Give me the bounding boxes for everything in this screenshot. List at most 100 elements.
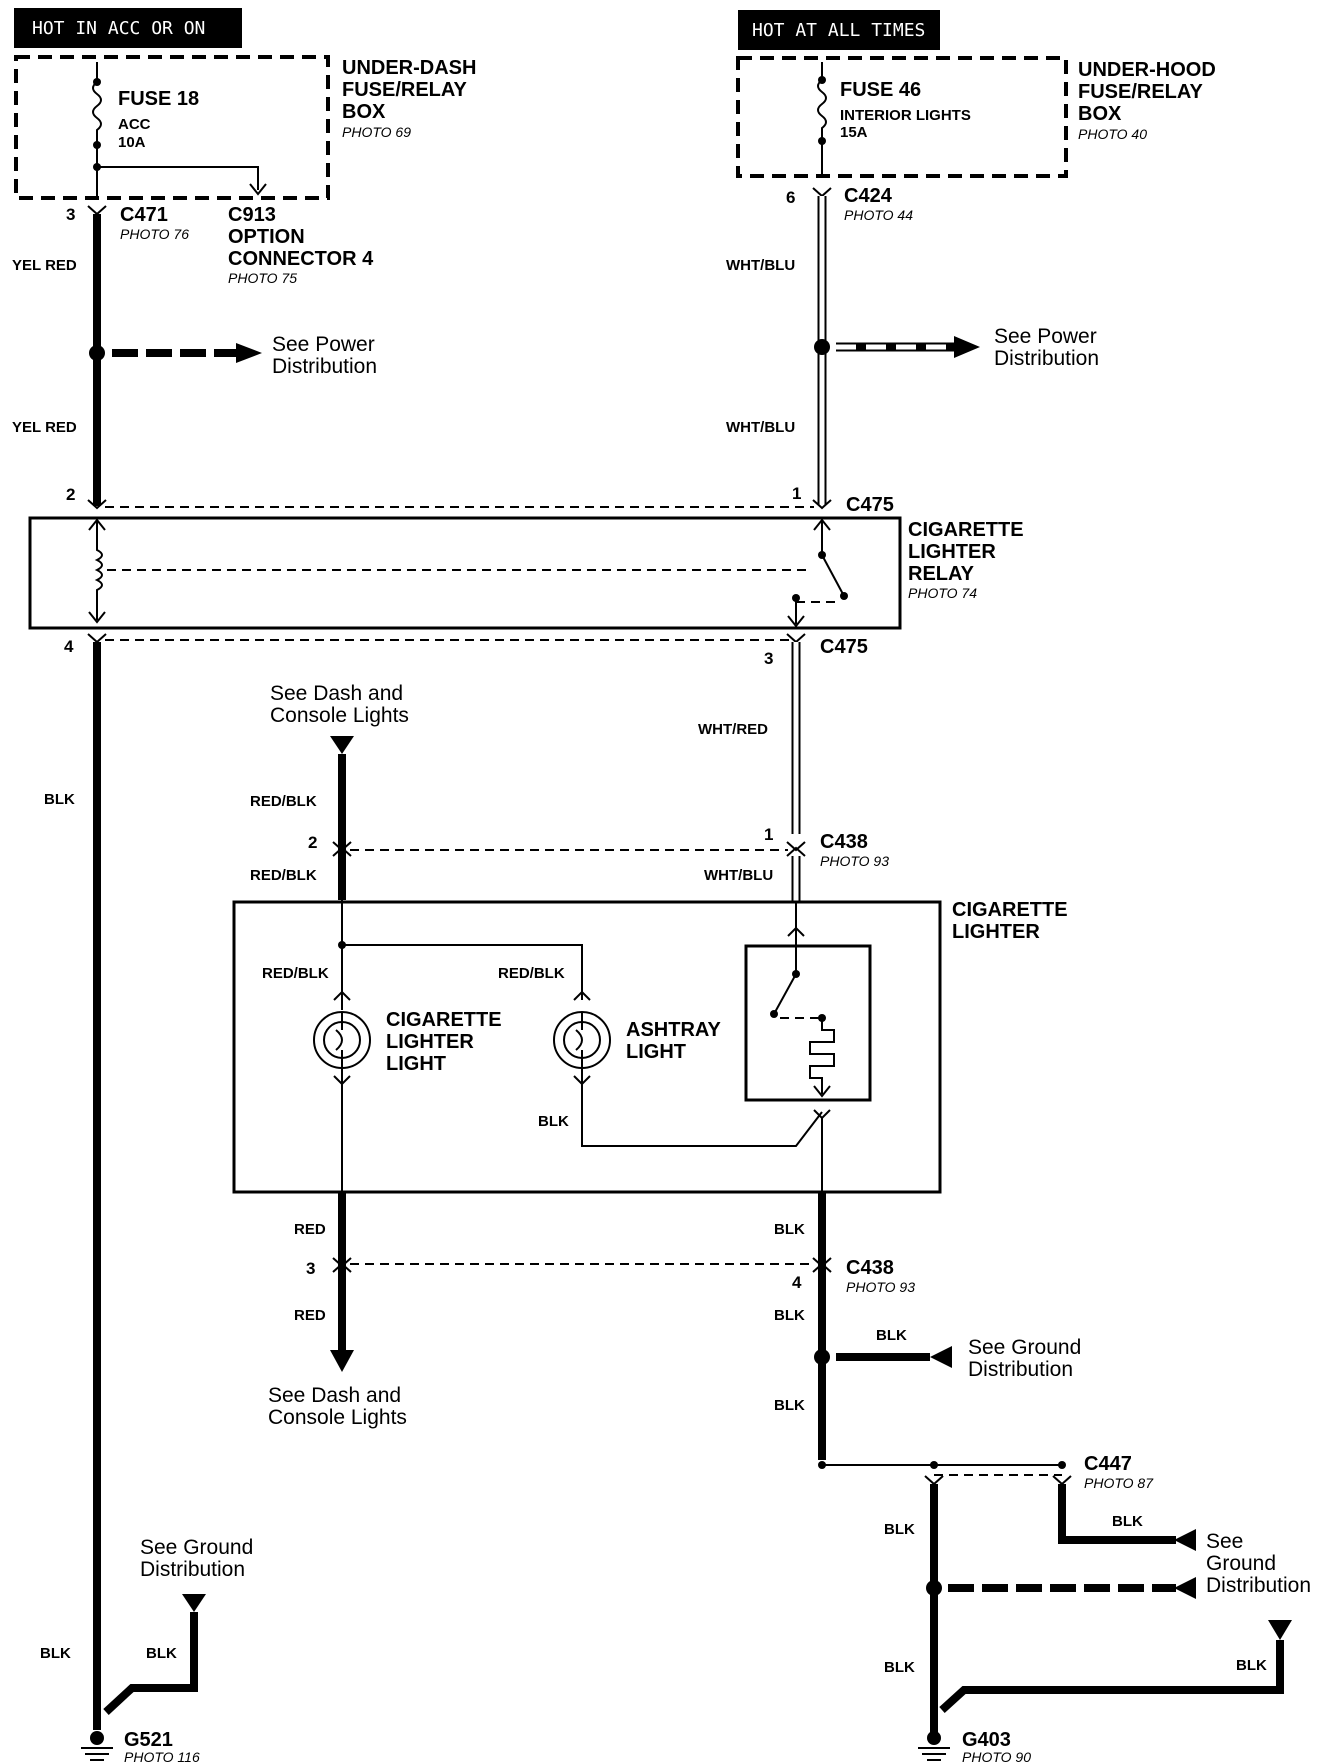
g521-ground-icon <box>90 1731 104 1745</box>
c424-connector <box>812 187 832 198</box>
power-dist-left-1: See Power <box>272 333 375 356</box>
relay-photo: PHOTO 74 <box>908 585 977 601</box>
ashtray-bulb-filament <box>575 1012 583 1068</box>
blk-gnd-arrow-label: BLK <box>876 1327 907 1344</box>
ashtray-light-ground <box>573 1068 823 1147</box>
c913-arrow <box>249 183 267 196</box>
under-hood-title-1: UNDER-HOOD <box>1078 59 1216 81</box>
lighter-element-output <box>813 1109 831 1192</box>
cigarette-lighter-relay <box>28 516 902 630</box>
ground-right-3: Distribution <box>1206 1574 1311 1597</box>
c471-photo: PHOTO 76 <box>120 226 189 242</box>
relay-title-1: CIGARETTE <box>908 519 1024 541</box>
relay-title-2: LIGHTER <box>908 541 996 563</box>
dash-console-top-2: Console Lights <box>270 704 409 727</box>
wht-red-label: WHT/RED <box>698 721 768 738</box>
under-dash-title-3: BOX <box>342 101 386 123</box>
fuse-46-circuit: INTERIOR LIGHTS <box>840 107 971 124</box>
dash-console-bot-2: Console Lights <box>268 1406 407 1429</box>
c913-label-3: CONNECTOR 4 <box>228 248 374 270</box>
c438-pin1-connector <box>786 841 806 857</box>
c447-connectors <box>924 1475 1072 1486</box>
fuse-46-name: FUSE 46 <box>840 79 921 101</box>
blk-r6-label: BLK <box>1236 1657 1267 1674</box>
ground-right-arrow-3 <box>1268 1620 1292 1640</box>
fuse-46-symbol <box>817 62 827 178</box>
ground-mid-arrow <box>930 1346 952 1368</box>
blk-g521-a-label: BLK <box>40 1645 71 1662</box>
c438-bottom-label: C438 <box>846 1257 894 1279</box>
lighter-light-feed <box>341 900 583 1010</box>
red-blk-label-2: RED/BLK <box>250 867 317 884</box>
relay-title-3: RELAY <box>908 563 975 585</box>
lighter-element-box <box>744 944 872 1102</box>
blk-c447-label: BLK <box>1112 1513 1143 1530</box>
blk-g521-b-label: BLK <box>146 1645 177 1662</box>
under-hood-title-2: FUSE/RELAY <box>1078 81 1204 103</box>
c475-pin3: 3 <box>764 649 773 668</box>
blk-r2-label: BLK <box>774 1307 805 1324</box>
c438-pin4-connector <box>812 1257 832 1273</box>
c438-pin2-connector <box>332 841 352 857</box>
c475-pin3-connector <box>786 633 806 644</box>
fuse-18-circuit: ACC <box>118 116 151 133</box>
c447-label: C447 <box>1084 1453 1132 1475</box>
c913-label-2: OPTION <box>228 226 305 248</box>
ashtray-label-2: LIGHT <box>626 1041 686 1063</box>
wht-blu-label-3: WHT/BLU <box>704 867 773 884</box>
under-dash-title-1: UNDER-DASH <box>342 57 476 79</box>
g403-photo: PHOTO 90 <box>962 1749 1031 1764</box>
ground-right-arrow-1 <box>1174 1529 1196 1551</box>
lighter-light-label-2: LIGHTER <box>386 1031 474 1053</box>
c475-pin1: 1 <box>792 484 801 503</box>
g521-ground-lines <box>81 1747 113 1761</box>
c424-pin: 6 <box>786 188 795 207</box>
power-dist-right-1: See Power <box>994 325 1097 348</box>
lighter-bulb-filament <box>335 1012 343 1068</box>
c475-pin4-connector <box>87 633 107 644</box>
c438-top-photo: PHOTO 93 <box>820 853 889 869</box>
under-hood-title-3: BOX <box>1078 103 1122 125</box>
blk-left-label: BLK <box>44 791 75 808</box>
ground-right-1: See <box>1206 1530 1243 1553</box>
yel-red-label-2: YEL RED <box>12 419 77 436</box>
c475-bottom-label: C475 <box>820 636 868 658</box>
lighter-light-label-3: LIGHT <box>386 1053 446 1075</box>
power-dist-right-arrow <box>954 336 980 358</box>
under-hood-photo: PHOTO 40 <box>1078 126 1147 142</box>
dash-console-bot-1: See Dash and <box>268 1384 401 1407</box>
ground-splice-right <box>926 1580 942 1596</box>
lighter-light-ground <box>333 1068 351 1192</box>
fuse-18-name: FUSE 18 <box>118 88 199 110</box>
blk-r5-label: BLK <box>884 1659 915 1676</box>
under-dash-title-2: FUSE/RELAY <box>342 79 468 101</box>
c475-top-label: C475 <box>846 494 894 516</box>
red-label-2: RED <box>294 1307 326 1324</box>
lighter-light-label-1: CIGARETTE <box>386 1009 502 1031</box>
g403-label: G403 <box>962 1729 1011 1751</box>
ashtray-light-top-conn <box>573 990 591 1001</box>
dash-console-bottom-arrow <box>330 1350 354 1372</box>
ground-left-arrow <box>182 1594 206 1612</box>
c913-label: C913 <box>228 204 276 226</box>
c475-pin4: 4 <box>64 637 74 656</box>
fuse-18-node-top <box>93 78 101 86</box>
header-right-tag <box>738 10 940 50</box>
under-hood-fuse-box <box>736 56 1068 178</box>
c447-blk-wire <box>1058 1484 1176 1544</box>
fuse-18-symbol <box>92 62 102 155</box>
c471-label: C471 <box>120 204 168 226</box>
c424-label: C424 <box>844 185 893 207</box>
blk-r6-wire <box>939 1640 1284 1713</box>
lighter-title-2: LIGHTER <box>952 921 1040 943</box>
ground-right-arrow-2 <box>1174 1577 1196 1599</box>
c438-pin4: 4 <box>792 1273 802 1292</box>
lighter-switch-contact <box>770 1010 778 1018</box>
relay-switch-contact <box>840 592 848 600</box>
g521-label: G521 <box>124 1729 173 1751</box>
blk-g521-branch <box>103 1612 198 1715</box>
blk-r3-label: BLK <box>774 1397 805 1414</box>
red-label-1: RED <box>294 1221 326 1238</box>
c438-pin3-connector <box>332 1257 352 1273</box>
